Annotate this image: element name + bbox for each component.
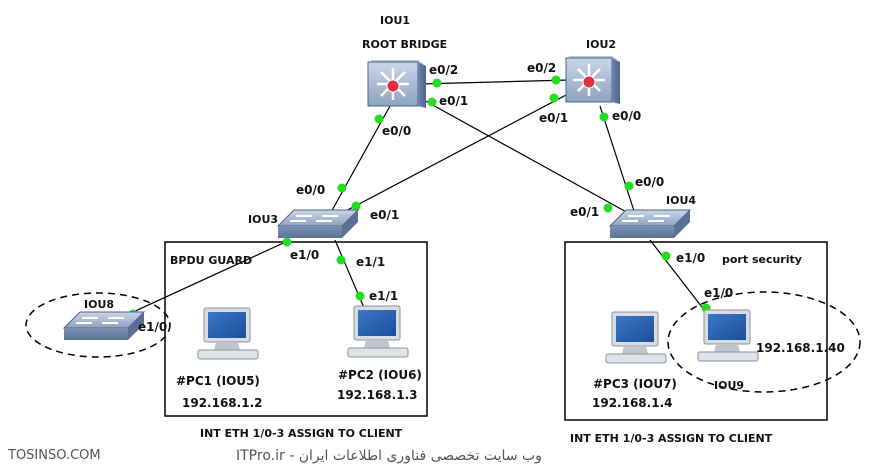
iou1-l3-switch-icon[interactable]: [367, 60, 426, 108]
link-iou1-iou2: [419, 79, 571, 85]
iou3-label: IOU3: [248, 213, 278, 226]
right-caption: INT ETH 1/0-3 ASSIGN TO CLIENT: [570, 432, 773, 445]
iou9-computer-icon[interactable]: [697, 309, 759, 362]
iou1-e0-2-label: e0/2: [429, 63, 458, 77]
pc1-ip: 192.168.1.2: [182, 396, 262, 410]
iou2-label: IOU2: [586, 38, 616, 51]
iou3-switch-icon[interactable]: [276, 209, 360, 238]
iou8-ellipse: [25, 292, 171, 358]
iou3-e0-1-label: e0/1: [370, 208, 399, 222]
link-iou2-iou4: [599, 105, 636, 215]
iou2-l3-switch-icon[interactable]: [565, 56, 620, 104]
iou1-e0-0-label: e0/0: [382, 124, 411, 138]
iou3-e1-0-label: e1/0: [290, 248, 319, 262]
iou1-label: IOU1: [380, 14, 410, 27]
iou8-e1-0-label: e1/0: [138, 320, 167, 334]
links: [119, 79, 713, 321]
iou2-e0-1-label: e0/1: [539, 111, 568, 125]
iou4-e1-0-label: e1/0: [676, 251, 705, 265]
iou8-switch-icon[interactable]: [62, 311, 146, 340]
iou9-ip: 192.168.1.40: [756, 341, 845, 355]
iou4-switch-icon[interactable]: [608, 209, 692, 238]
iou2-e0-2-label: e0/2: [527, 61, 556, 75]
link-iou3-iou8: [119, 239, 291, 319]
iou1-role-label: ROOT BRIDGE: [362, 38, 447, 51]
iou9-label: IOU9: [714, 379, 744, 392]
port-security-label: port security: [722, 253, 802, 266]
pc3-computer-icon[interactable]: [605, 311, 667, 364]
link-iou1-iou4: [419, 97, 631, 215]
iou1-e0-1-label: e0/1: [439, 94, 468, 108]
pc3-ip: 192.168.1.4: [592, 396, 672, 410]
iou8-label: IOU8: [84, 298, 114, 311]
pc1-computer-icon[interactable]: [197, 307, 259, 360]
iou9-ellipse: [667, 291, 861, 393]
port-dots: [128, 75, 711, 319]
iou4-e0-0-label: e0/0: [635, 175, 664, 189]
bpdu-guard-label: BPDU GUARD: [170, 254, 252, 267]
watermark-right: ITPro.ir - وب سایت تخصصی فناوری اطلاعات …: [236, 448, 542, 464]
bpdu-guard-zone: [164, 241, 428, 417]
iou3-e0-0-label: e0/0: [296, 183, 325, 197]
iou3-e1-1-label: e1/1: [356, 255, 385, 269]
port-security-zone: [564, 241, 828, 421]
left-caption: INT ETH 1/0-3 ASSIGN TO CLIENT: [200, 427, 403, 440]
iou4-label: IOU4: [666, 194, 696, 207]
pc3-name: #PC3 (IOU7): [593, 377, 677, 391]
link-iou1-iou3: [329, 105, 391, 215]
link-iou2-iou3: [339, 93, 569, 215]
iou4-e0-1-label: e0/1: [570, 205, 599, 219]
pc2-name: #PC2 (IOU6): [338, 368, 422, 382]
pc1-name: #PC1 (IOU5): [176, 374, 260, 388]
pc2-ip: 192.168.1.3: [337, 388, 417, 402]
link-iou4-iou9: [649, 239, 713, 321]
pc2-e1-1-label: e1/1: [369, 289, 398, 303]
iou2-e0-0-label: e0/0: [612, 109, 641, 123]
watermark-left: TOSINSO.COM: [7, 448, 101, 463]
pc2-computer-icon[interactable]: [347, 305, 409, 358]
iou9-e1-0-label: e1/0: [704, 286, 733, 300]
